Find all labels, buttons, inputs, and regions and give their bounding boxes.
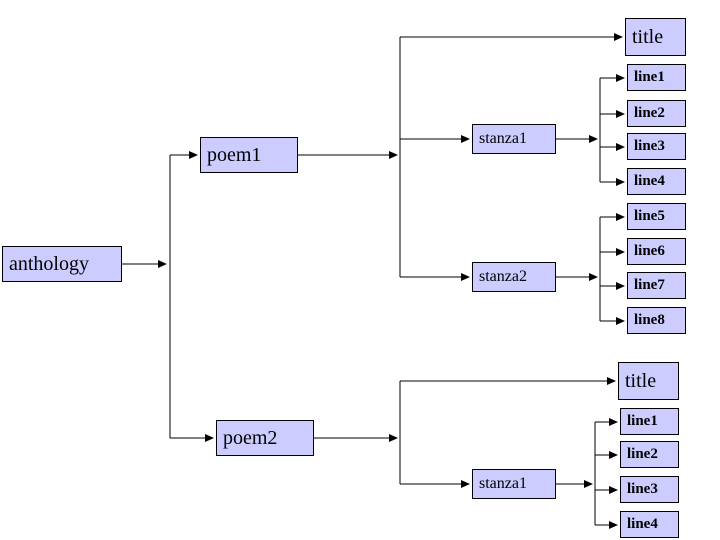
- node-poem1-stanza1-line2: line2: [627, 100, 686, 127]
- node-anthology: anthology: [2, 246, 122, 282]
- node-poem1: poem1: [200, 137, 298, 173]
- edges-stanza2-to-lines: [556, 213, 625, 325]
- node-poem1-stanza2: stanza2: [472, 262, 556, 292]
- node-poem1-stanza1-line3: line3: [627, 133, 686, 160]
- node-poem1-stanza1: stanza1: [472, 124, 556, 154]
- node-poem2-stanza1: stanza1: [472, 469, 556, 499]
- node-poem1-stanza2-line8: line8: [627, 307, 686, 334]
- node-poem1-stanza1-line4: line4: [627, 168, 686, 195]
- node-poem2-title: title: [618, 362, 679, 400]
- node-poem1-stanza2-line6: line6: [627, 238, 686, 265]
- node-poem1-title: title: [625, 18, 686, 56]
- node-poem2-stanza1-line2: line2: [620, 441, 679, 468]
- edges-poem2-to-children: [314, 377, 616, 488]
- edges-poem1-to-children: [298, 33, 623, 281]
- edges-anthology-to-poems: [122, 151, 214, 442]
- node-poem2: poem2: [216, 420, 314, 456]
- edges-stanza1-to-lines: [556, 74, 625, 186]
- edges-poem2-stanza1-to-lines: [556, 418, 618, 529]
- node-poem2-stanza1-line1: line1: [620, 408, 679, 435]
- node-poem2-stanza1-line4: line4: [620, 511, 679, 538]
- node-poem1-stanza1-line1: line1: [627, 64, 686, 91]
- node-poem2-stanza1-line3: line3: [620, 476, 679, 503]
- node-poem1-stanza2-line7: line7: [627, 272, 686, 299]
- node-poem1-stanza2-line5: line5: [627, 203, 686, 230]
